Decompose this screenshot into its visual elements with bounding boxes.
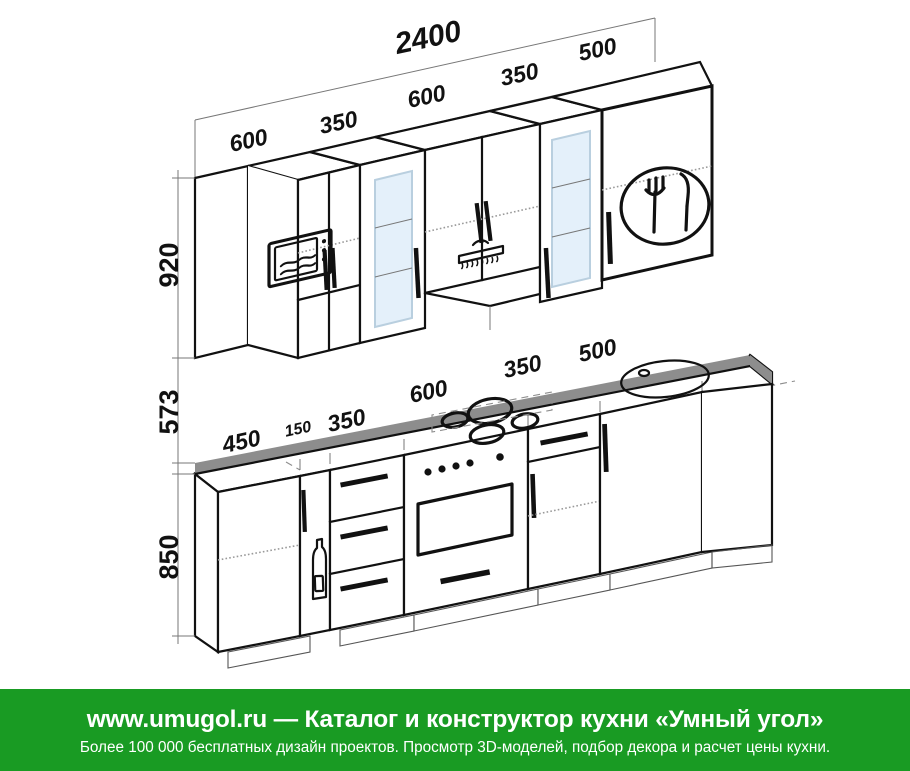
upper-cabinets-group (193, 60, 714, 360)
dim-573: 573 (154, 389, 184, 434)
dim-upper-350-a: 350 (317, 105, 360, 138)
dim-upper-350-b: 350 (498, 57, 541, 90)
microwave-icon (267, 228, 333, 289)
range-hood-icon (457, 239, 505, 270)
dim-total-2400: 2400 (391, 15, 464, 61)
base-module-600-oven[interactable] (402, 427, 539, 632)
vertical-dimension-850: 850 (154, 468, 195, 644)
dim-upper-600-a: 600 (227, 123, 270, 156)
dim-upper-600-b: 600 (405, 79, 448, 112)
banner-subtitle: Более 100 000 бесплатных дизайн проектов… (79, 738, 831, 756)
dim-850: 850 (154, 534, 184, 579)
vertical-dimension-920: 920 (154, 170, 195, 366)
dim-base-150: 150 (283, 418, 313, 440)
dim-base-500: 500 (576, 333, 619, 366)
cooktop-four-burner-icon (431, 391, 553, 446)
dim-base-350-b: 350 (501, 349, 544, 382)
base-module-450-door[interactable] (216, 474, 311, 669)
upper-module-500-dish-rack[interactable] (551, 60, 714, 282)
bottle-icon (311, 537, 328, 601)
base-module-350-drawer-door[interactable] (526, 412, 611, 606)
glass-panel (551, 129, 591, 289)
upper-module-600-microwave[interactable] (246, 150, 362, 360)
base-cabinets-group (193, 382, 774, 669)
vertical-dimension-573: 573 (154, 352, 195, 470)
base-right-end-panel (700, 382, 774, 569)
glass-panel (374, 169, 413, 329)
round-sink-icon (620, 359, 710, 399)
base-module-150-bottle-rack[interactable] (298, 468, 332, 638)
base-dimension-lines (299, 381, 703, 470)
banner-title: www.umugol.ru — Каталог и конструктор ку… (86, 705, 824, 733)
dim-920: 920 (154, 242, 184, 287)
dim-upper-500: 500 (576, 32, 619, 65)
base-module-350-drawers[interactable] (328, 453, 415, 647)
site-banner: www.umugol.ru — Каталог и конструктор ку… (0, 689, 910, 771)
base-module-500-sink[interactable] (598, 390, 713, 591)
kitchen-elevation-drawing: .hv { stroke:#111; stroke-width:2.2; fil… (154, 15, 796, 669)
upper-module-600-hood[interactable] (374, 109, 542, 330)
plate-fork-knife-icon (619, 166, 711, 246)
dim-base-600: 600 (407, 374, 450, 407)
